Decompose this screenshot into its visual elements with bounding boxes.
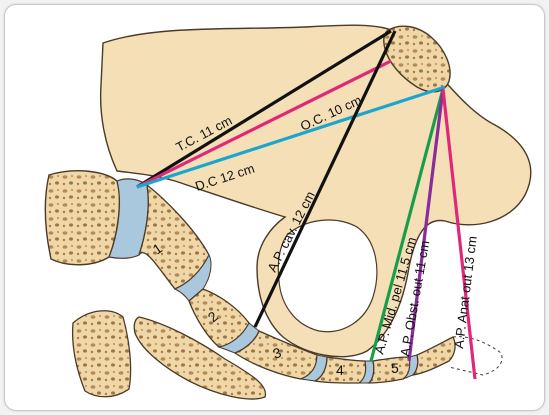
ap-anat-label: A.P. Anat out 13 cm (451, 235, 480, 349)
pelvis-diagram: T.C. 11 cm O.C. 10 cm D.C 12 cm A.P. cav… (5, 5, 544, 410)
sacrum-s1 (45, 171, 119, 265)
vertebra-number-4: 4 (336, 362, 344, 378)
ischium-left (73, 311, 131, 397)
diagram-frame: T.C. 11 cm O.C. 10 cm D.C 12 cm A.P. cav… (4, 4, 545, 411)
coccyx (413, 337, 455, 375)
vertebra-number-5: 5 (391, 360, 399, 376)
